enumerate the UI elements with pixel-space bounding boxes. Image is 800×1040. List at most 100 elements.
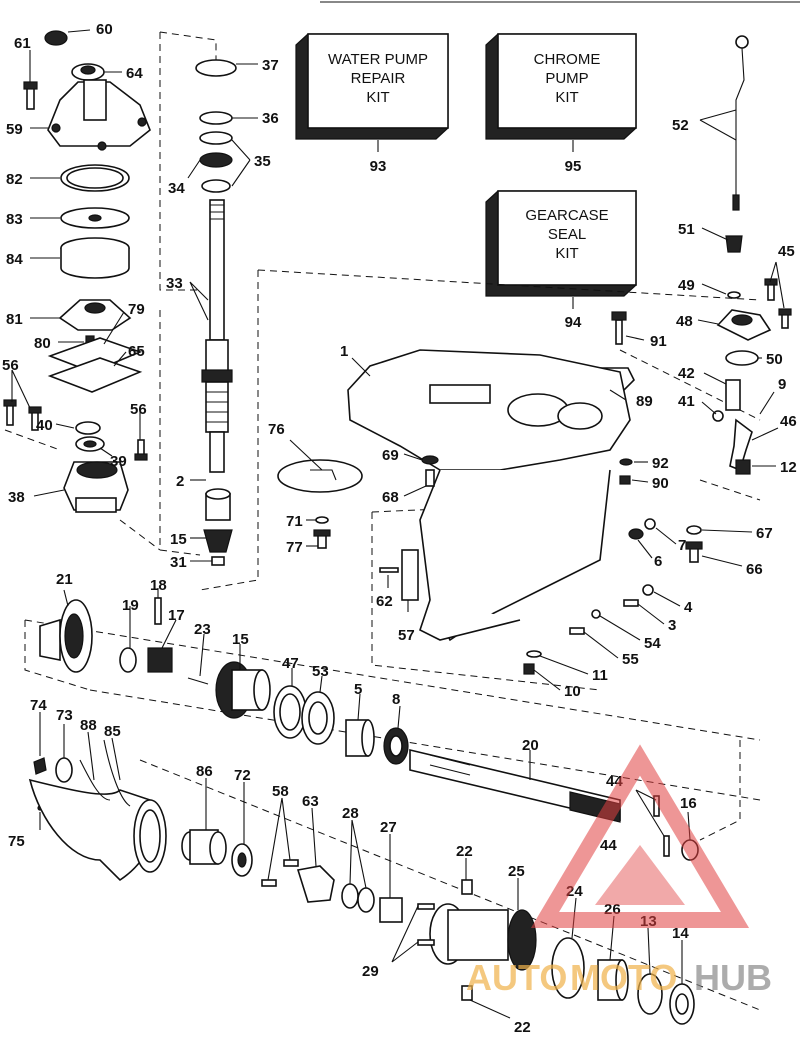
ring-40: [75, 421, 101, 435]
kit-95-line-2: PUMP: [545, 70, 588, 87]
screw-56-left: [3, 399, 17, 426]
screw-56-b: [28, 406, 42, 431]
part-label: 58: [272, 783, 289, 800]
part-label: 51: [678, 221, 695, 238]
part-label: 90: [652, 475, 669, 492]
bearing-5: [345, 719, 375, 757]
thrust-hub-86: [181, 829, 227, 865]
part-label: 22: [456, 843, 473, 860]
part-label: 68: [382, 489, 399, 506]
plug-6: [628, 528, 644, 540]
kit-95-line-1: CHROME: [534, 51, 601, 68]
bushing-51: [725, 235, 743, 253]
part-label: 20: [522, 737, 539, 754]
pump-cap-60: [44, 30, 68, 46]
part-label: 62: [376, 593, 393, 610]
part-label: 34: [168, 180, 185, 197]
connector-42: [725, 379, 741, 411]
o-ring-49: [727, 291, 741, 299]
part-label: 39: [110, 453, 127, 470]
part-label: 65: [128, 343, 145, 360]
washer-4: [642, 584, 654, 596]
part-label: 28: [342, 805, 359, 822]
part-label: 35: [254, 153, 271, 170]
washer-47: [273, 685, 307, 739]
forward-gear-21: [39, 599, 93, 673]
part-label: 46: [780, 413, 797, 430]
part-label: 11: [592, 667, 608, 684]
clip-12: [735, 459, 751, 475]
washer-92: [619, 458, 633, 466]
part-label: 56: [130, 401, 147, 418]
part-label: 57: [398, 627, 415, 644]
part-label: 76: [268, 421, 285, 438]
part-label: 74: [30, 697, 47, 714]
part-label: 1: [340, 343, 348, 360]
part-label: 66: [746, 561, 763, 578]
nut-74: [33, 757, 47, 775]
part-label: 80: [34, 335, 51, 352]
pinion-gear-15: [203, 529, 233, 553]
part-label: 69: [382, 447, 399, 464]
o-ring-24: [551, 937, 585, 999]
bearing-cup-19: [119, 647, 137, 673]
part-label: 60: [96, 21, 113, 38]
screw-62: [379, 567, 399, 573]
part-label: 85: [104, 723, 121, 740]
bolt-91: [611, 311, 627, 345]
bearing-8: [383, 727, 409, 765]
part-label: 17: [168, 607, 185, 624]
retainer-63: [296, 865, 335, 903]
bushing-2: [205, 488, 231, 521]
part-label: 61: [14, 35, 31, 52]
leader-lines: [11, 29, 785, 1019]
part-label: 52: [672, 117, 689, 134]
part-label: 42: [678, 365, 695, 382]
seals-28: [341, 883, 375, 913]
kit-95-line-3: KIT: [555, 89, 578, 106]
part-label: 55: [622, 651, 639, 668]
gearcase-housing-1: [347, 349, 631, 642]
part-label: 84: [6, 251, 23, 268]
kit-94-number: 94: [565, 314, 582, 331]
washer-54: [591, 609, 601, 619]
part-label: 47: [282, 655, 299, 672]
screw-61: [23, 81, 38, 110]
part-label: 9: [778, 376, 786, 393]
bolt-66: [685, 541, 703, 563]
plate-76: [277, 459, 363, 493]
kit-box-gearcase-seal: [485, 190, 637, 309]
bushing-27: [379, 897, 403, 923]
bearing-35-34: [199, 131, 233, 193]
washer-11: [526, 650, 542, 658]
part-label: 25: [508, 863, 525, 880]
part-label: 18: [150, 577, 167, 594]
gasket-65: [47, 357, 143, 393]
kit-93-line-3: KIT: [366, 89, 389, 106]
part-label: 91: [650, 333, 667, 350]
spring-23: [187, 677, 209, 685]
shift-rod-52: [732, 35, 749, 211]
part-label: 36: [262, 110, 279, 127]
spacer-73: [55, 757, 73, 783]
part-label: 5: [354, 681, 362, 698]
propeller-88-85: [28, 739, 167, 882]
nut-31: [211, 556, 225, 566]
cover-48: [716, 309, 772, 341]
part-label: 29: [362, 963, 379, 980]
screw-77: [313, 529, 331, 549]
bearing-housing-25: [429, 903, 537, 971]
kit-93-number: 93: [370, 158, 387, 175]
kit-box-water-pump: [295, 33, 449, 152]
part-label: 50: [766, 351, 783, 368]
part-label: 64: [126, 65, 143, 82]
part-label: 8: [392, 691, 400, 708]
part-label: 16: [680, 795, 697, 812]
part-label: 41: [678, 393, 695, 410]
part-label: 2: [176, 473, 184, 490]
part-label: 89: [636, 393, 653, 410]
part-label: 45: [778, 243, 795, 260]
part-label: 53: [312, 663, 329, 680]
part-label: 33: [166, 275, 183, 292]
